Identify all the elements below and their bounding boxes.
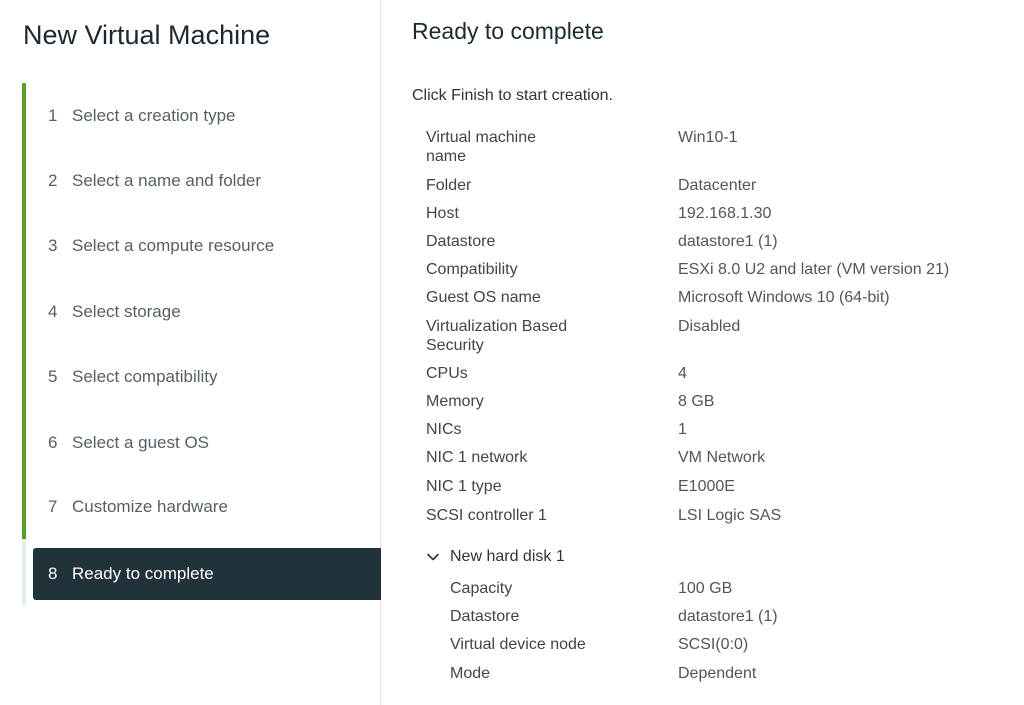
step-select-compute-resource[interactable]: 3 Select a compute resource xyxy=(33,220,381,272)
summary-value: 1 xyxy=(678,421,687,438)
step-number: 4 xyxy=(48,302,58,321)
summary-value: 8 GB xyxy=(678,393,715,410)
chevron-down-icon xyxy=(427,553,439,561)
step-select-creation-type[interactable]: 1 Select a creation type xyxy=(33,90,381,142)
summary-label: NICs xyxy=(426,421,462,438)
step-label: Select a name and folder xyxy=(72,171,262,190)
summary-value: datastore1 (1) xyxy=(678,608,778,625)
summary-value: 100 GB xyxy=(678,580,733,597)
summary-value: ESXi 8.0 U2 and later (VM version 21) xyxy=(678,261,950,278)
step-label: Select a compute resource xyxy=(72,236,275,255)
summary-label: NIC 1 network xyxy=(426,449,528,466)
summary-label: CPUs xyxy=(426,365,468,382)
wizard-sidebar: New Virtual Machine 1 Select a creation … xyxy=(0,0,381,705)
summary-value: Microsoft Windows 10 (64-bit) xyxy=(678,289,890,306)
step-customize-hardware[interactable]: 7 Customize hardware xyxy=(33,481,381,533)
summary-label: Virtualization Based Security xyxy=(426,318,568,354)
summary-value: Datacenter xyxy=(678,177,757,194)
step-select-storage[interactable]: 4 Select storage xyxy=(33,286,381,338)
step-number: 8 xyxy=(48,564,58,583)
summary-value: Dependent xyxy=(678,665,757,682)
summary-label: Memory xyxy=(426,393,484,410)
summary-value: 192.168.1.30 xyxy=(678,205,772,222)
wizard-content: Ready to complete Click Finish to start … xyxy=(412,0,1024,705)
summary-label: Mode xyxy=(450,665,491,682)
summary-label: Folder xyxy=(426,177,472,194)
hard-disk-group-label: New hard disk 1 xyxy=(450,548,565,565)
summary-value: SCSI(0:0) xyxy=(678,636,749,653)
wizard-title: New Virtual Machine xyxy=(23,20,271,50)
instruction-text: Click Finish to start creation. xyxy=(412,87,613,104)
step-label: Select a creation type xyxy=(72,106,236,125)
summary-label: Virtual machine name xyxy=(426,129,536,165)
step-number: 3 xyxy=(48,236,58,255)
step-number: 7 xyxy=(48,497,58,516)
steps-progress-complete xyxy=(22,83,26,539)
step-select-name-folder[interactable]: 2 Select a name and folder xyxy=(33,155,381,207)
summary-value: VM Network xyxy=(678,449,766,466)
summary-label: Virtual device node xyxy=(450,636,586,653)
summary-label: Compatibility xyxy=(426,261,518,278)
summary-value: Disabled xyxy=(678,318,741,335)
steps-progress-pending xyxy=(22,539,26,606)
summary-value: Win10-1 xyxy=(678,129,738,146)
step-label: Select a guest OS xyxy=(72,433,210,452)
step-label: Select compatibility xyxy=(72,367,218,386)
summary-label: Capacity xyxy=(450,580,513,597)
page-title: Ready to complete xyxy=(412,18,604,44)
step-ready-to-complete[interactable]: 8 Ready to complete xyxy=(33,548,381,600)
step-number: 1 xyxy=(48,106,58,125)
summary-label: Host xyxy=(426,205,459,222)
wizard-steps: 1 Select a creation type 2 Select a name… xyxy=(22,83,381,606)
summary-value: LSI Logic SAS xyxy=(678,507,782,524)
step-number: 6 xyxy=(48,433,58,452)
summary-label: Guest OS name xyxy=(426,289,541,306)
hard-disk-group-toggle[interactable]: New hard disk 1 xyxy=(426,548,565,566)
step-label: Select storage xyxy=(72,302,181,321)
step-label: Ready to complete xyxy=(72,564,214,583)
step-select-compatibility[interactable]: 5 Select compatibility xyxy=(33,351,381,403)
summary-value: datastore1 (1) xyxy=(678,233,778,250)
step-number: 5 xyxy=(48,367,58,386)
summary-value: E1000E xyxy=(678,478,735,495)
summary-value: 4 xyxy=(678,365,687,382)
step-select-guest-os[interactable]: 6 Select a guest OS xyxy=(33,417,381,469)
summary-label: Datastore xyxy=(450,608,520,625)
summary-label: NIC 1 type xyxy=(426,478,502,495)
step-label: Customize hardware xyxy=(72,497,228,516)
summary-label: SCSI controller 1 xyxy=(426,507,547,524)
step-number: 2 xyxy=(48,171,58,190)
summary-label: Datastore xyxy=(426,233,496,250)
